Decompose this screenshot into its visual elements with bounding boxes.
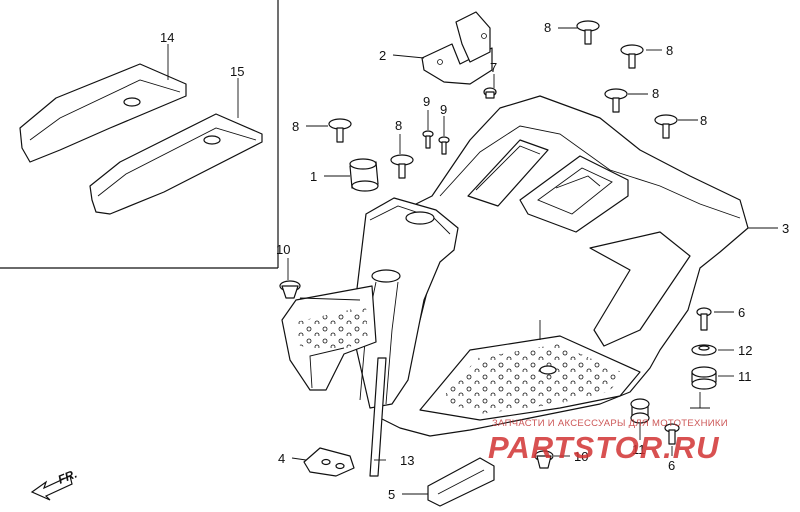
bolt-8-e (654, 114, 678, 139)
callout-12: 12 (738, 343, 752, 358)
leader-lines (167, 27, 778, 495)
grommet-11-b (630, 398, 650, 424)
screw-9-b (438, 136, 450, 155)
watermark: ЗАПЧАСТИ И АКСЕССУАРЫ ДЛЯ МОТОТЕХНИКИ PA… (488, 418, 728, 465)
callout-10-a: 10 (276, 242, 290, 257)
watermark-caption: ЗАПЧАСТИ И АКСЕССУАРЫ ДЛЯ МОТОТЕХНИКИ (492, 418, 728, 429)
callout-14: 14 (160, 30, 174, 45)
callout-11-b: 11 (632, 442, 646, 457)
bolt-8-c (604, 88, 628, 113)
grommet-1 (349, 158, 379, 192)
callout-4: 4 (278, 451, 285, 466)
floor-mat-14 (19, 63, 187, 163)
callout-9-b: 9 (440, 102, 447, 117)
floor-mat-15 (89, 113, 263, 215)
callout-13: 13 (400, 453, 414, 468)
callout-labels: 14 15 2 7 8 8 8 8 8 8 9 9 1 3 10 6 12 11… (160, 20, 789, 502)
screw-9-a (422, 130, 434, 149)
screw-6-b (664, 423, 680, 445)
grommet-11-a (691, 366, 717, 390)
callout-8-d: 8 (292, 119, 299, 134)
bolt-8-f (390, 154, 414, 179)
screw-6-a (696, 307, 712, 331)
callout-6-b: 6 (668, 458, 675, 473)
clip-10-b (534, 450, 554, 469)
cover-4 (303, 447, 355, 477)
washer-12 (691, 344, 717, 356)
callout-8-b: 8 (666, 43, 673, 58)
bolt-8-a (576, 20, 600, 45)
screw-7 (483, 87, 497, 99)
callout-15: 15 (230, 64, 244, 79)
callout-8-e: 8 (700, 113, 707, 128)
tube-13 (369, 357, 387, 477)
watermark-brand: PARTSTOR.RU (488, 430, 720, 465)
callout-2: 2 (379, 48, 386, 63)
lid-5 (427, 457, 495, 507)
callout-1: 1 (310, 169, 317, 184)
callout-3: 3 (782, 221, 789, 236)
rear-fender-body-3 (281, 95, 749, 437)
callout-6-a: 6 (738, 305, 745, 320)
clip-10-a (279, 280, 301, 299)
bracket-2 (421, 11, 493, 85)
bolt-8-b (620, 44, 644, 69)
callout-10-b: 10 (574, 449, 588, 464)
direction-label: FR. (56, 467, 79, 487)
callout-9-a: 9 (423, 94, 430, 109)
bolt-8-d (328, 118, 352, 143)
callout-8-f: 8 (395, 118, 402, 133)
callout-8-c: 8 (652, 86, 659, 101)
callout-7: 7 (490, 60, 497, 75)
inset-frame (0, 0, 279, 269)
callout-11-a: 11 (738, 369, 752, 384)
callout-5: 5 (388, 487, 395, 502)
callout-8-a: 8 (544, 20, 551, 35)
direction-arrow-icon (30, 475, 73, 501)
